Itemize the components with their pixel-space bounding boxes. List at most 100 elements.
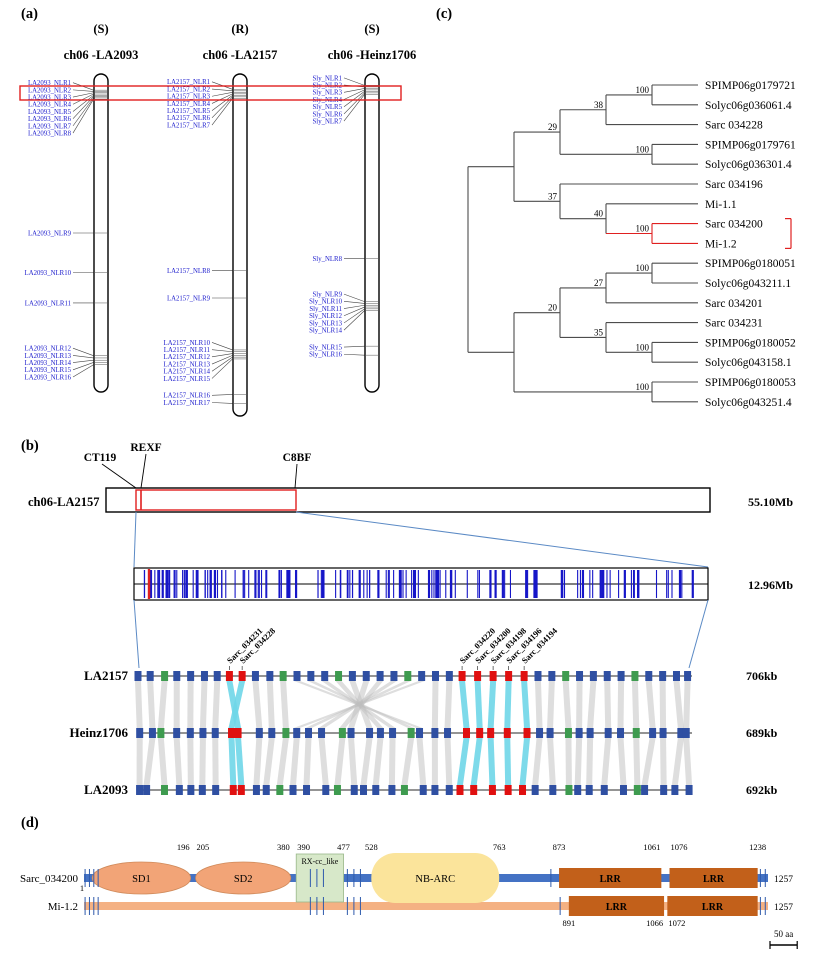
synteny-ribbon xyxy=(565,738,572,785)
nlr-gene-label: Sly_NLR16 xyxy=(309,352,342,359)
synteny-ribbon xyxy=(431,738,438,785)
synteny-ribbon xyxy=(659,681,667,728)
domain-SD2 xyxy=(195,861,292,895)
chromosome-title: ch06 -LA2093 xyxy=(64,48,139,62)
protein-length: 1257 xyxy=(774,875,793,885)
marker-pointer xyxy=(101,463,137,489)
bootstrap-value: 37 xyxy=(548,191,558,201)
nlr-gene-label: LA2093_NLR12 xyxy=(25,346,72,353)
synteny-ribbon xyxy=(252,681,263,728)
synteny-ribbon xyxy=(253,738,263,785)
synteny-gene xyxy=(617,728,625,738)
nlr-gene-label: LA2093_NLR10 xyxy=(25,270,72,277)
gene-pointer-line xyxy=(343,310,365,331)
domain-LRR-row2 xyxy=(568,896,665,916)
synteny-ribbon xyxy=(532,738,543,785)
synteny-gene xyxy=(251,671,259,681)
domain-RX-cc_like xyxy=(295,853,344,903)
synteny-ribbon-highlight xyxy=(521,681,531,728)
synteny-ribbon-highlight xyxy=(228,738,237,785)
synteny-ribbon xyxy=(547,681,555,728)
nlr-gene-label: LA2157_NLR9 xyxy=(167,295,211,302)
synteny-gene xyxy=(576,671,584,681)
nlr-gene-label: Sly_NLR6 xyxy=(313,111,343,118)
synteny-gene xyxy=(228,728,236,738)
nlr-gene-label: LA2157_NLR14 xyxy=(164,369,211,376)
nlr-gene-label: Sly_NLR5 xyxy=(313,104,343,111)
synteny-gene xyxy=(632,728,640,738)
domain-LRR-row2 xyxy=(667,896,758,916)
position-number: 873 xyxy=(553,842,566,852)
synteny-gene xyxy=(672,671,680,681)
synteny-ribbon xyxy=(641,738,656,785)
domain-LRR-row1 xyxy=(669,868,758,888)
nlr-gene-label: Sly_NLR12 xyxy=(309,313,342,320)
position-number: 763 xyxy=(493,842,506,852)
bootstrap-value: 100 xyxy=(636,144,650,154)
synteny-ribbon xyxy=(604,681,612,728)
gene-pointer-line xyxy=(211,88,233,92)
synteny-gene xyxy=(212,785,220,795)
nlr-gene-label: LA2157_NLR2 xyxy=(167,86,211,93)
gene-pointer-line xyxy=(343,306,365,317)
nlr-gene-label: LA2093_NLR6 xyxy=(28,116,72,123)
bootstrap-value: 100 xyxy=(636,224,650,234)
synteny-gene xyxy=(362,671,370,681)
domain-label: LRR xyxy=(600,874,622,885)
gene-pointer-line xyxy=(211,93,233,104)
zoom-line xyxy=(688,599,709,669)
synteny-gene xyxy=(488,785,496,795)
synteny-ribbon xyxy=(587,681,597,728)
nlr-gene-label: LA2157_NLR15 xyxy=(164,376,211,383)
assembly-label: Heinz1706 xyxy=(70,725,129,740)
nlr-gene-label: LA2157_NLR4 xyxy=(167,101,211,108)
synteny-ribbon xyxy=(143,738,156,785)
position-number: 891 xyxy=(562,918,575,928)
synteny-gene xyxy=(677,728,685,738)
taxon-label: Solyc06g036301.4 xyxy=(705,159,792,171)
synteny-gene xyxy=(589,671,597,681)
synteny-ribbon xyxy=(633,738,641,785)
protein-name: Mi-1.2 xyxy=(48,901,78,913)
marker-label: REXF xyxy=(130,442,161,454)
synteny-gene xyxy=(366,728,374,738)
synteny-ribbon xyxy=(212,681,221,728)
synteny-ribbon xyxy=(266,681,275,728)
gene-pointer-line xyxy=(343,301,365,304)
synteny-ribbon xyxy=(534,681,543,728)
synteny-gene xyxy=(574,785,582,795)
zoom-line xyxy=(133,511,137,568)
synteny-ribbon xyxy=(334,738,346,785)
synteny-ribbon xyxy=(683,738,693,785)
synteny-gene xyxy=(456,785,464,795)
gene-pointer-line xyxy=(211,355,233,365)
position-number: 196 xyxy=(177,842,190,852)
synteny-gene xyxy=(266,671,274,681)
nlr-gene-label: LA2093_NLR5 xyxy=(28,109,72,116)
position-number: 1076 xyxy=(671,842,688,852)
synteny-gene xyxy=(134,671,142,681)
gene-pointer-line xyxy=(72,92,94,98)
synteny-ribbon xyxy=(388,738,396,785)
protein-backbone-row2 xyxy=(84,902,768,910)
synteny-gene xyxy=(617,671,625,681)
synteny-gene xyxy=(445,785,453,795)
gene-pointer-line xyxy=(343,92,365,115)
synteny-gene xyxy=(389,728,397,738)
synteny-gene xyxy=(503,728,511,738)
synteny-gene xyxy=(660,785,668,795)
synteny-ribbon-highlight xyxy=(474,681,483,728)
domain-label: LRR xyxy=(606,902,628,913)
synteny-ribbon xyxy=(444,738,453,785)
gene-pointer-line xyxy=(72,99,94,134)
bootstrap-value: 100 xyxy=(636,263,650,273)
taxon-label: Sarc 034196 xyxy=(705,179,763,191)
synteny-gene xyxy=(282,728,290,738)
chromosome-title: ch06 -LA2157 xyxy=(203,48,278,62)
nlr-gene-label: LA2157_NLR16 xyxy=(164,393,211,400)
panel-label-c: (c) xyxy=(436,6,452,22)
synteny-gene xyxy=(321,671,329,681)
synteny-gene xyxy=(303,785,311,795)
synteny-gene xyxy=(187,671,195,681)
synteny-gene xyxy=(549,785,557,795)
